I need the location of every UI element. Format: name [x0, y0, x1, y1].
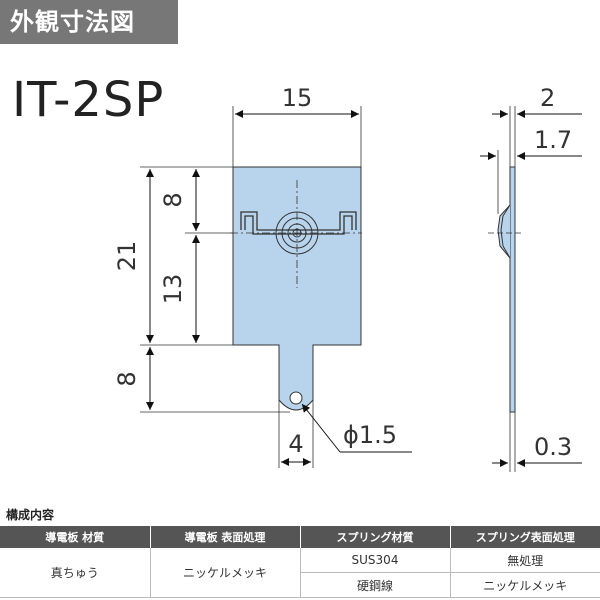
composition-table: 導電板 材質 導電板 表面処理 スプリング材質 スプリング表面処理 真ちゅう ニ…	[0, 526, 600, 598]
dim-hole-label: ϕ1.5	[343, 421, 397, 449]
dimension-drawing: 15 21 8 13 8 4 ϕ1.5 2 1.7 0.3	[113, 84, 582, 472]
conductor-material-cell: 真ちゅう	[0, 548, 151, 598]
dim-21-label: 21	[113, 241, 141, 272]
plate-hole	[289, 391, 303, 405]
table-row: 真ちゅう ニッケルメッキ SUS304 無処理	[0, 548, 600, 598]
spring-clip	[240, 211, 357, 235]
spring-surface-cell: 無処理	[450, 548, 600, 573]
header-spring-material: スプリング材質	[300, 526, 451, 548]
header-conductor-surface: 導電板 表面処理	[150, 526, 301, 548]
table-row: 硬鋼線 ニッケルメッキ	[0, 572, 600, 598]
dim-width-label: 15	[282, 84, 313, 112]
dim-thickness-2-label: 2	[540, 84, 555, 112]
dim-8-bottom-label: 8	[113, 371, 141, 386]
dim-8-top-label: 8	[159, 192, 187, 207]
dim-thickness-03-label: 0.3	[534, 433, 572, 461]
table-header-row: 導電板 材質 導電板 表面処理 スプリング材質 スプリング表面処理	[0, 526, 600, 548]
side-view	[497, 166, 516, 413]
model-name: IT-2SP	[12, 72, 165, 128]
header-spring-surface: スプリング表面処理	[450, 526, 600, 548]
dim-thickness-17-label: 1.7	[534, 126, 572, 154]
spring-material-cell: SUS304	[300, 548, 451, 573]
dim-4-label: 4	[288, 430, 303, 458]
spring-material-cell: 硬鋼線	[300, 572, 451, 598]
conductor-surface-cell: ニッケルメッキ	[150, 548, 301, 598]
page-header: 外観寸法図	[0, 0, 178, 44]
header-conductor-material: 導電板 材質	[0, 526, 151, 548]
spring-surface-cell: ニッケルメッキ	[450, 572, 600, 598]
plate-outline	[232, 166, 362, 411]
composition-title: 構成内容	[6, 508, 55, 522]
dim-13-label: 13	[159, 274, 187, 305]
